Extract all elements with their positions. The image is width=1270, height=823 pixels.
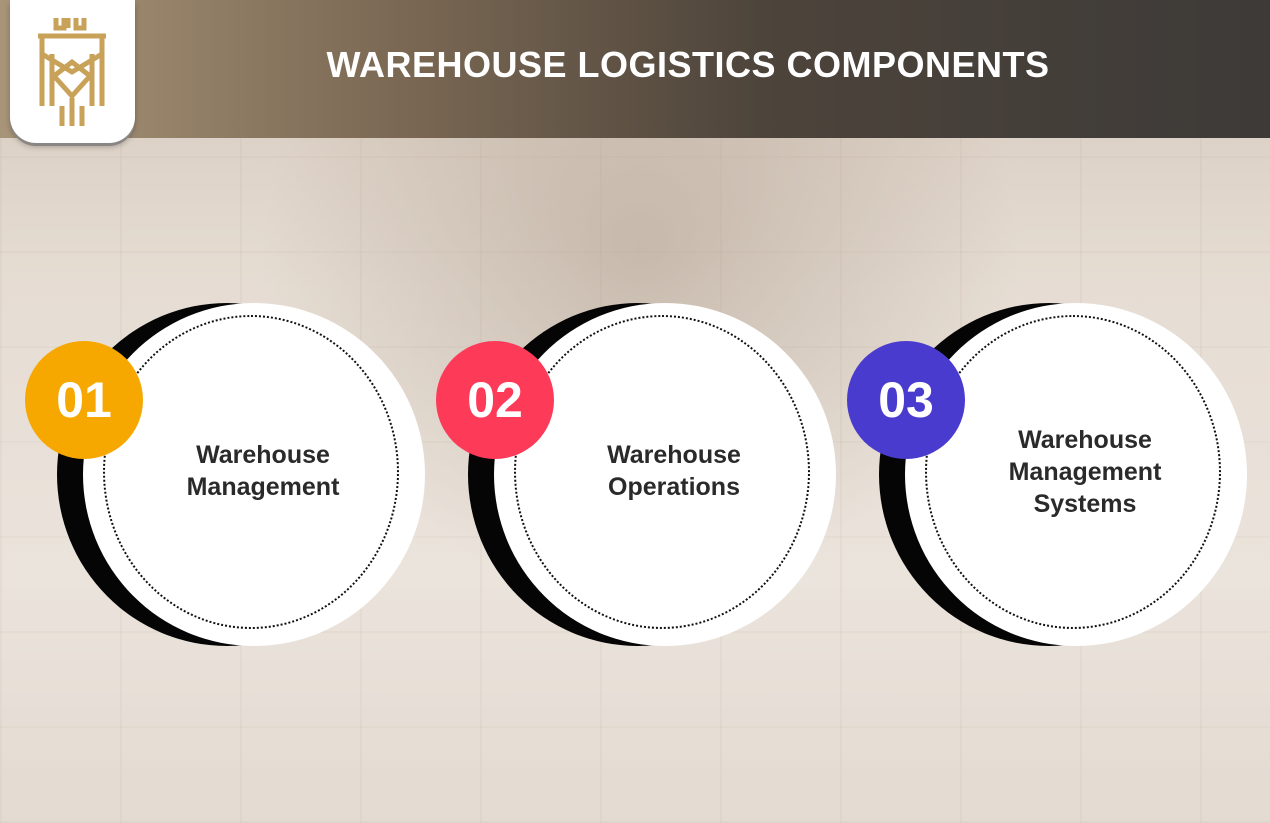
label-line: Management (1008, 458, 1162, 486)
dotted-ring (514, 315, 810, 629)
header-banner: WAREHOUSE LOGISTICS COMPONENTS (0, 0, 1270, 138)
component-card-3: 03 Warehouse Management Systems (847, 303, 1247, 648)
component-card-1: 01 Warehouse Management (25, 303, 425, 648)
component-label: Warehouse Operations (544, 439, 804, 503)
component-label: Warehouse Management (133, 439, 393, 503)
logo-tile[interactable] (10, 0, 135, 143)
component-card-2: 02 Warehouse Operations (436, 303, 836, 648)
dotted-ring (103, 315, 399, 629)
component-label: Warehouse Management Systems (955, 424, 1215, 520)
page-title: WAREHOUSE LOGISTICS COMPONENTS (326, 44, 1050, 85)
label-line: Operations (608, 473, 740, 501)
number-badge: 02 (436, 341, 554, 459)
label-line: Warehouse (1018, 426, 1152, 454)
dotted-ring (925, 315, 1221, 629)
label-line: Systems (1033, 490, 1137, 518)
label-line: Warehouse (196, 441, 330, 469)
number-badge: 03 (847, 341, 965, 459)
crown-logo-icon (38, 18, 106, 126)
label-line: Management (186, 473, 340, 501)
label-line: Warehouse (607, 441, 741, 469)
number-badge: 01 (25, 341, 143, 459)
